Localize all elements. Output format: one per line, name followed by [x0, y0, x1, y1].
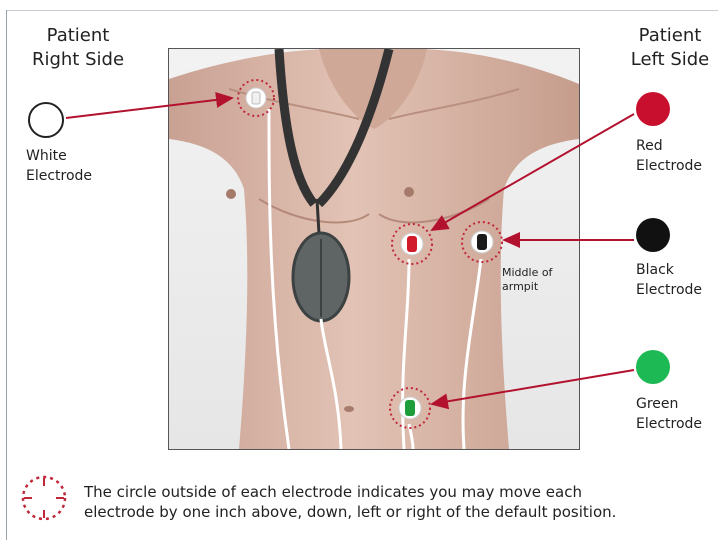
- green-electrode-placement: [390, 388, 430, 428]
- green-label-line2: Electrode: [636, 414, 702, 434]
- middle-of-armpit-label: Middle of armpit: [502, 266, 552, 294]
- white-arrow: [66, 98, 232, 118]
- red-electrode-placement: [392, 224, 432, 264]
- red-electrode-swatch: [636, 92, 670, 126]
- black-label-line1: Black: [636, 260, 702, 280]
- green-electrode-swatch: [636, 350, 670, 384]
- red-arrow: [432, 114, 634, 230]
- dotted-circle-legend-icon: [23, 477, 65, 519]
- red-label-line1: Red: [636, 136, 702, 156]
- green-electrode-label: Green Electrode: [636, 394, 702, 434]
- green-arrow: [432, 370, 634, 404]
- white-label-line1: White: [26, 146, 92, 166]
- black-electrode-swatch: [636, 218, 670, 252]
- red-label-line2: Electrode: [636, 156, 702, 176]
- white-electrode-label: White Electrode: [26, 146, 92, 186]
- black-label-line2: Electrode: [636, 280, 702, 300]
- note-line2: electrode by one inch above, down, left …: [84, 502, 714, 522]
- black-electrode-label: Black Electrode: [636, 260, 702, 300]
- red-electrode-label: Red Electrode: [636, 136, 702, 176]
- white-electrode-swatch: [28, 102, 64, 138]
- black-electrode-placement: [462, 222, 502, 262]
- white-electrode-placement: [238, 80, 274, 116]
- green-label-line1: Green: [636, 394, 702, 414]
- armpit-line2: armpit: [502, 280, 552, 294]
- white-label-line2: Electrode: [26, 166, 92, 186]
- armpit-line1: Middle of: [502, 266, 552, 280]
- dotted-circle-note: The circle outside of each electrode ind…: [84, 482, 714, 522]
- note-line1: The circle outside of each electrode ind…: [84, 482, 714, 502]
